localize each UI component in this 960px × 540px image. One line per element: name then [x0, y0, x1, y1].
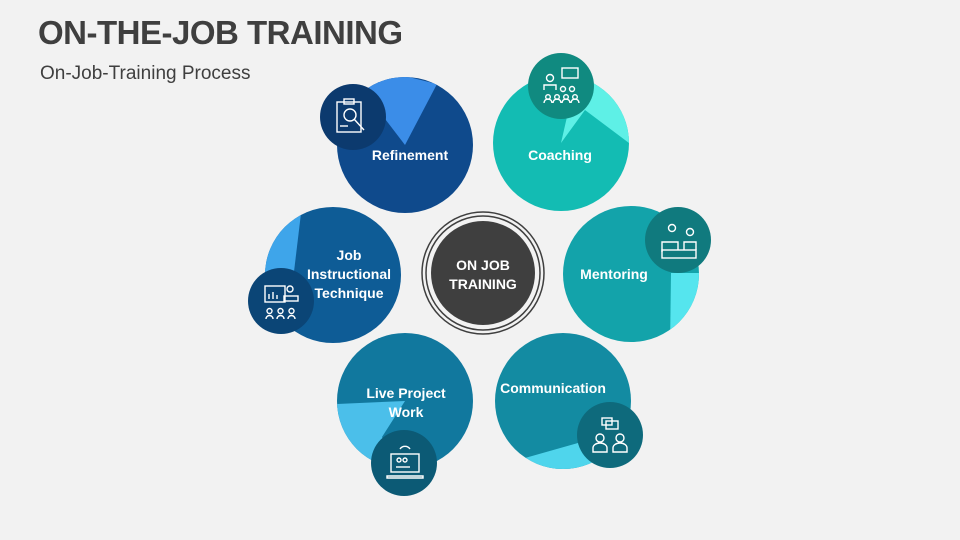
center-label-line: TRAINING [449, 276, 517, 292]
step-mentoring: Mentoring [563, 206, 711, 342]
step-label: Communication [500, 380, 606, 396]
laptop-video-call-icon [386, 445, 424, 479]
people-chat-icon [592, 417, 628, 453]
step-accent-wedge [265, 207, 302, 280]
center-hub: ON JOB TRAINING [421, 211, 545, 335]
clipboard-search-icon [336, 98, 365, 133]
step-label: Refinement [372, 147, 449, 163]
classroom-board-icon [264, 285, 299, 320]
step-accent-wedge [670, 273, 699, 342]
icon-badge [577, 402, 643, 468]
icon-badge [528, 53, 594, 119]
inner-ring [425, 215, 541, 331]
step-refinement: Refinement [320, 77, 473, 213]
step-label-line: Work [389, 404, 424, 420]
icon-badge [320, 84, 386, 150]
step-label: Coaching [528, 147, 592, 163]
step-label-line: Live Project [366, 385, 446, 401]
slide-subtitle: On-Job-Training Process [40, 63, 251, 84]
slide-title: ON-THE-JOB TRAINING [38, 14, 403, 51]
step-accent-wedge [520, 441, 600, 469]
step-label-line: Technique [315, 285, 384, 301]
center-label-line: ON JOB [456, 257, 510, 273]
presenter-audience-icon [543, 67, 580, 104]
step-live-project-work: Live Project Work [337, 333, 473, 496]
step-communication: Communication [495, 333, 643, 469]
step-label: Mentoring [580, 266, 648, 282]
step-label-line: Instructional [307, 266, 391, 282]
mentor-desk-icon [661, 223, 697, 259]
step-job-instructional-technique: Job Instructional Technique [248, 207, 401, 343]
step-label-line: Job [337, 247, 362, 263]
icon-badge [645, 207, 711, 273]
icon-badge [248, 268, 314, 334]
icon-badge [371, 430, 437, 496]
center-circle [431, 221, 535, 325]
step-coaching: Coaching [493, 53, 629, 211]
outer-ring [421, 211, 545, 335]
